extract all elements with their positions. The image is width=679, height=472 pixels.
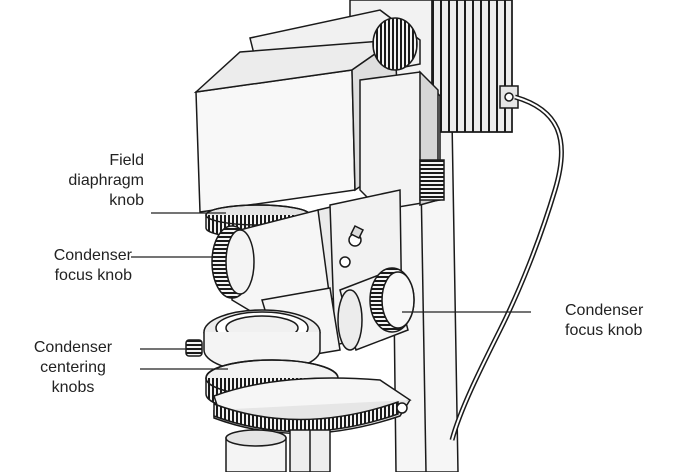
label-condenser-focus-left-line2: focus knob	[54, 267, 132, 284]
label-condenser-centering-line3: knobs	[51, 379, 95, 396]
power-cable	[449, 94, 564, 441]
label-condenser-focus-knob-left: Condenser focus knob	[54, 246, 132, 286]
label-field-diaphragm-line2: diaphragm	[68, 172, 144, 189]
label-condenser-focus-knob-right: Condenser focus knob	[565, 301, 643, 341]
label-field-diaphragm-line1: Field	[109, 152, 144, 169]
label-field-diaphragm-knob: Field diaphragm knob	[68, 151, 144, 211]
label-condenser-focus-left-line1: Condenser	[53, 247, 132, 264]
right-focus-knob	[337, 267, 415, 351]
condenser-assembly	[185, 287, 412, 472]
lamp-housing	[193, 9, 445, 213]
label-condenser-centering-knobs: Condenser centering knobs	[14, 338, 132, 398]
label-condenser-centering-line1: Condenser	[33, 339, 113, 356]
leader-lines	[131, 212, 531, 370]
label-field-diaphragm-line3: knob	[109, 192, 144, 209]
label-condenser-focus-right-line2: focus knob	[565, 322, 643, 339]
label-condenser-focus-right-line1: Condenser	[565, 302, 644, 319]
label-condenser-centering-line2: centering	[40, 359, 106, 376]
